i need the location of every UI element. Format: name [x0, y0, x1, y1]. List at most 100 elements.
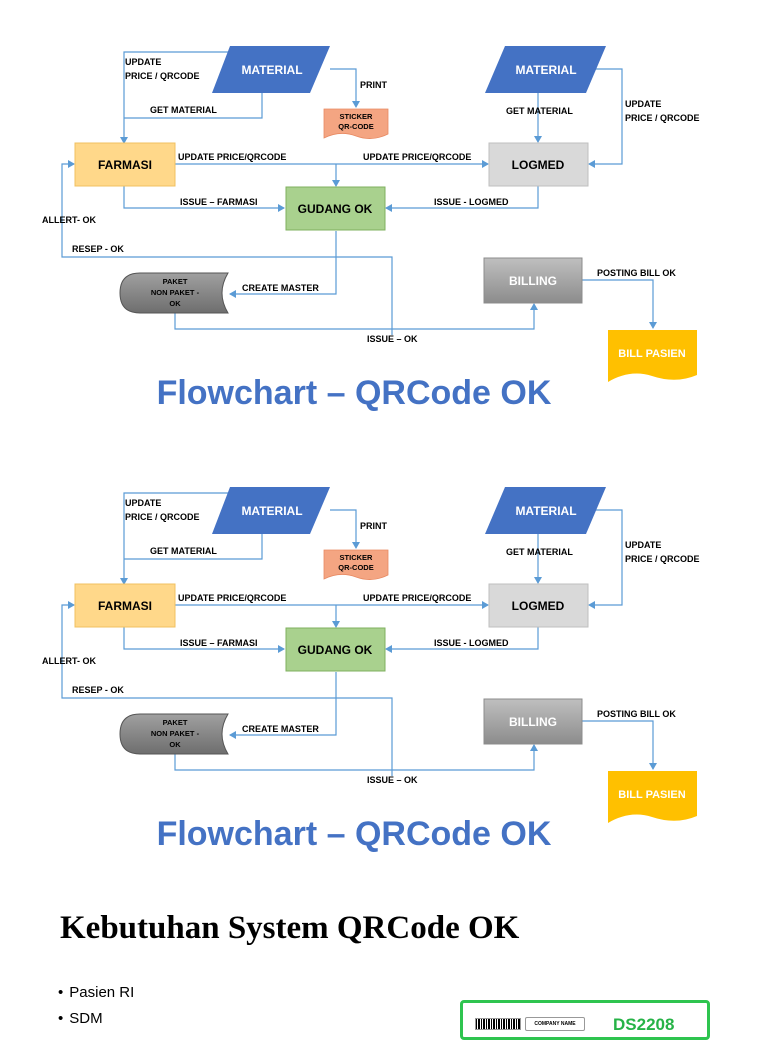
- company-name-label: COMPANY NAME: [525, 1017, 585, 1031]
- connector-print: [330, 509, 360, 549]
- gudang-ok-node: GUDANG OK: [285, 627, 386, 672]
- flowchart-title: Flowchart – QRCode OK: [157, 374, 552, 412]
- label-update: UPDATE: [125, 498, 161, 508]
- label-get-material-right: GET MATERIAL: [506, 547, 573, 557]
- svg-text:PAKET: PAKET: [163, 718, 188, 727]
- barcode-icon: [475, 1018, 521, 1030]
- label-issue-ok: ISSUE – OK: [367, 334, 418, 344]
- label-get-material-left: GET MATERIAL: [150, 546, 217, 556]
- connector-posting-bill: [582, 720, 657, 770]
- connector-update-price-left: [120, 51, 230, 144]
- label-update-price-left: UPDATE PRICE/QRCODE: [178, 593, 286, 603]
- connector-get-material-left: [124, 93, 263, 119]
- connector-issue-ok: [174, 744, 538, 771]
- farmasi-node: FARMASI: [74, 142, 176, 187]
- svg-text:PAKET: PAKET: [163, 277, 188, 286]
- svg-text:MATERIAL: MATERIAL: [515, 504, 576, 518]
- label-issue-farmasi: ISSUE – FARMASI: [180, 638, 258, 648]
- label-issue-ok: ISSUE – OK: [367, 775, 418, 785]
- bill-pasien-node: BILL PASIEN: [608, 330, 697, 382]
- svg-text:MATERIAL: MATERIAL: [241, 504, 302, 518]
- svg-text:LOGMED: LOGMED: [512, 158, 565, 172]
- billing-node: BILLING: [483, 257, 583, 304]
- list-item: Pasien RI: [58, 984, 134, 1010]
- material-left-node: MATERIAL: [212, 46, 330, 93]
- logmed-node: LOGMED: [488, 583, 589, 628]
- connector-issue-logmed: [385, 627, 539, 653]
- label-issue-farmasi: ISSUE – FARMASI: [180, 197, 258, 207]
- flowchart-2: MATERIAL MATERIAL STICKER QR-CODE FARMAS…: [0, 441, 768, 881]
- svg-text:NON PAKET -: NON PAKET -: [151, 288, 200, 297]
- svg-text:OK: OK: [169, 299, 181, 308]
- connector-update-right: [588, 509, 623, 609]
- svg-text:NON PAKET -: NON PAKET -: [151, 729, 200, 738]
- requirements-list: Pasien RI SDM: [58, 984, 134, 1036]
- section-heading: Kebutuhan System QRCode OK: [60, 910, 520, 946]
- label-posting-bill: POSTING BILL OK: [597, 268, 676, 278]
- label-price-qrcode: PRICE / QRCODE: [125, 512, 200, 522]
- label-resep: RESEP - OK: [72, 685, 124, 695]
- list-item: SDM: [58, 1010, 134, 1036]
- label-update-price-right: UPDATE PRICE/QRCODE: [363, 593, 471, 603]
- svg-text:LOGMED: LOGMED: [512, 599, 565, 613]
- connector-update-right: [588, 68, 623, 168]
- svg-text:STICKER: STICKER: [340, 112, 374, 121]
- label-issue-logmed: ISSUE - LOGMED: [434, 638, 509, 648]
- sticker-qrcode-node: STICKER QR-CODE: [323, 108, 389, 139]
- label-allert: ALLERT- OK: [42, 656, 96, 666]
- sticker-qrcode-node: STICKER QR-CODE: [323, 549, 389, 580]
- svg-text:GUDANG OK: GUDANG OK: [298, 202, 373, 216]
- connector-issue-farmasi: [123, 186, 285, 212]
- bill-pasien-node: BILL PASIEN: [608, 771, 697, 823]
- svg-text:STICKER: STICKER: [340, 553, 374, 562]
- sticker-code: DS2208: [613, 1015, 675, 1034]
- paket-node: PAKET NON PAKET - OK: [119, 272, 229, 314]
- label-print: PRINT: [360, 80, 388, 90]
- connector-issue-logmed: [385, 186, 539, 212]
- connector-print: [330, 68, 360, 108]
- label-update: UPDATE: [125, 57, 161, 67]
- material-left-node: MATERIAL: [212, 487, 330, 534]
- connector-resep: [61, 160, 393, 335]
- qrcode-sticker-card: COMPANY NAME DS2208: [460, 1000, 710, 1040]
- svg-text:BILL PASIEN: BILL PASIEN: [618, 789, 685, 801]
- label-update-price-right: UPDATE PRICE/QRCODE: [363, 152, 471, 162]
- farmasi-node: FARMASI: [74, 583, 176, 628]
- svg-text:OK: OK: [169, 740, 181, 749]
- svg-text:FARMASI: FARMASI: [98, 599, 152, 613]
- svg-text:GUDANG OK: GUDANG OK: [298, 643, 373, 657]
- connector-create-master: [229, 672, 337, 739]
- paket-node: PAKET NON PAKET - OK: [119, 713, 229, 755]
- label-posting-bill: POSTING BILL OK: [597, 709, 676, 719]
- label-get-material-left: GET MATERIAL: [150, 105, 217, 115]
- svg-text:FARMASI: FARMASI: [98, 158, 152, 172]
- connector-issue-ok: [174, 303, 538, 330]
- label-create-master: CREATE MASTER: [242, 724, 319, 734]
- connector-get-material-left: [124, 534, 263, 560]
- billing-node: BILLING: [483, 698, 583, 745]
- label-print: PRINT: [360, 521, 388, 531]
- svg-text:MATERIAL: MATERIAL: [241, 63, 302, 77]
- label-price-qrcode: PRICE / QRCODE: [125, 71, 200, 81]
- label-price-qrcode-right: PRICE / QRCODE: [625, 554, 700, 564]
- flowchart-title: Flowchart – QRCode OK: [157, 815, 552, 853]
- connector-create-master: [229, 231, 337, 298]
- label-update-price-left: UPDATE PRICE/QRCODE: [178, 152, 286, 162]
- connector-update-price-left: [120, 492, 230, 585]
- svg-text:BILL PASIEN: BILL PASIEN: [618, 348, 685, 360]
- label-create-master: CREATE MASTER: [242, 283, 319, 293]
- material-right-node: MATERIAL: [485, 46, 606, 93]
- connector-issue-farmasi: [123, 627, 285, 653]
- svg-text:MATERIAL: MATERIAL: [515, 63, 576, 77]
- label-allert: ALLERT- OK: [42, 215, 96, 225]
- svg-text:BILLING: BILLING: [509, 715, 557, 729]
- label-update-right: UPDATE: [625, 99, 661, 109]
- label-resep: RESEP - OK: [72, 244, 124, 254]
- connector-resep: [61, 601, 393, 776]
- gudang-ok-node: GUDANG OK: [285, 186, 386, 231]
- flowchart-1: MATERIAL MATERIAL STICKER QR-CODE FARMAS…: [0, 0, 768, 440]
- svg-text:QR-CODE: QR-CODE: [338, 563, 373, 572]
- label-issue-logmed: ISSUE - LOGMED: [434, 197, 509, 207]
- label-price-qrcode-right: PRICE / QRCODE: [625, 113, 700, 123]
- svg-text:QR-CODE: QR-CODE: [338, 122, 373, 131]
